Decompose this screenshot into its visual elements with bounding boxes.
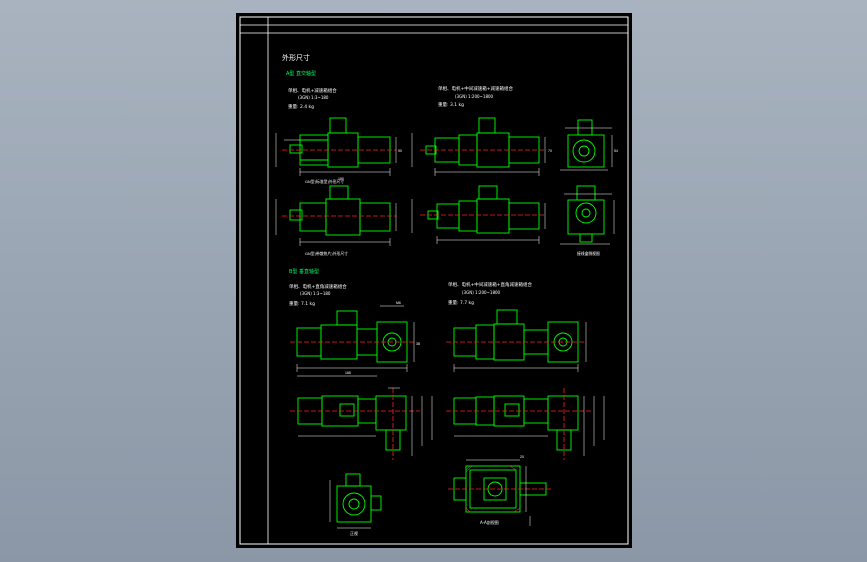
- end-view: [336, 473, 382, 523]
- top-left-subcaption: (3GN) 1:3~180: [298, 95, 329, 100]
- top-right-caption: 单相、电机+中间减速箱+减速箱组合: [438, 85, 514, 92]
- section-hatch: [465, 465, 521, 513]
- dims-tl1: [275, 133, 397, 176]
- dims-tr1: [411, 133, 546, 176]
- dims-bl2: [298, 387, 433, 456]
- dim-label-8: 165: [345, 371, 351, 375]
- bottom-left-subcaption: (3GN) 1:3~180: [300, 291, 331, 296]
- dims-tl2: [275, 199, 397, 246]
- bottom-left-caption: 单相、电机+直角减速箱组合: [289, 283, 347, 290]
- dim-label-2: 90: [398, 149, 402, 153]
- sheet-frame: [239, 16, 629, 545]
- top-left-caption: 单相、电机+减速箱组合: [288, 87, 337, 94]
- dim-label-6: M6: [396, 301, 401, 305]
- bottom-right-caption: 单相、电机+中间减速箱+直角减速箱组合: [448, 281, 533, 288]
- dims-end-view: [329, 480, 371, 529]
- dims-br1: [453, 322, 587, 372]
- drawing-sheet: [236, 13, 632, 548]
- dim-label-7: 20: [520, 455, 524, 459]
- dim-label-3: 70: [548, 149, 552, 153]
- side-view-1: [567, 119, 605, 168]
- motor-view-top-left-2: [289, 185, 391, 236]
- bottom-left-weight: 重量: 7.1 kg: [289, 300, 315, 307]
- dims-section: [466, 459, 531, 526]
- section-b-heading: B型 垂直轴型: [289, 268, 319, 275]
- section-view-label: A-A剖视图: [480, 519, 499, 525]
- dim-label-5: 38: [416, 342, 420, 346]
- dim-label-1: 180: [338, 177, 344, 181]
- section-a-heading: A型 直交轴型: [286, 70, 316, 77]
- side-view-2: [567, 185, 605, 243]
- bottom-right-weight: 重量: 7.7 kg: [448, 299, 474, 306]
- dim-label-4: 54: [614, 149, 618, 153]
- dims-side-2: [560, 193, 615, 245]
- end-view-label: 正视: [350, 530, 358, 536]
- dims-side-1: [560, 127, 613, 171]
- top-left-weight: 重量: 2.4 kg: [288, 103, 314, 110]
- side-view-label: 接线盒侧视图: [577, 251, 600, 256]
- dims-br2: [454, 396, 605, 456]
- top-right-subcaption: (3GN) 1:200~1800: [455, 94, 494, 99]
- row1-label: GN型(标准型)外形尺寸: [305, 179, 344, 184]
- top-right-weight: 重量: 3.1 kg: [438, 101, 464, 108]
- row2-label: GN型(带散热片)外形尺寸: [305, 251, 348, 256]
- dims-tr2: [411, 199, 546, 244]
- sheet-title: 外形尺寸: [282, 53, 310, 62]
- bottom-right-subcaption: (3GN) 1:200~1800: [462, 290, 501, 295]
- dims-bl1: [296, 305, 415, 377]
- motor-view-top-left-1: [289, 117, 391, 168]
